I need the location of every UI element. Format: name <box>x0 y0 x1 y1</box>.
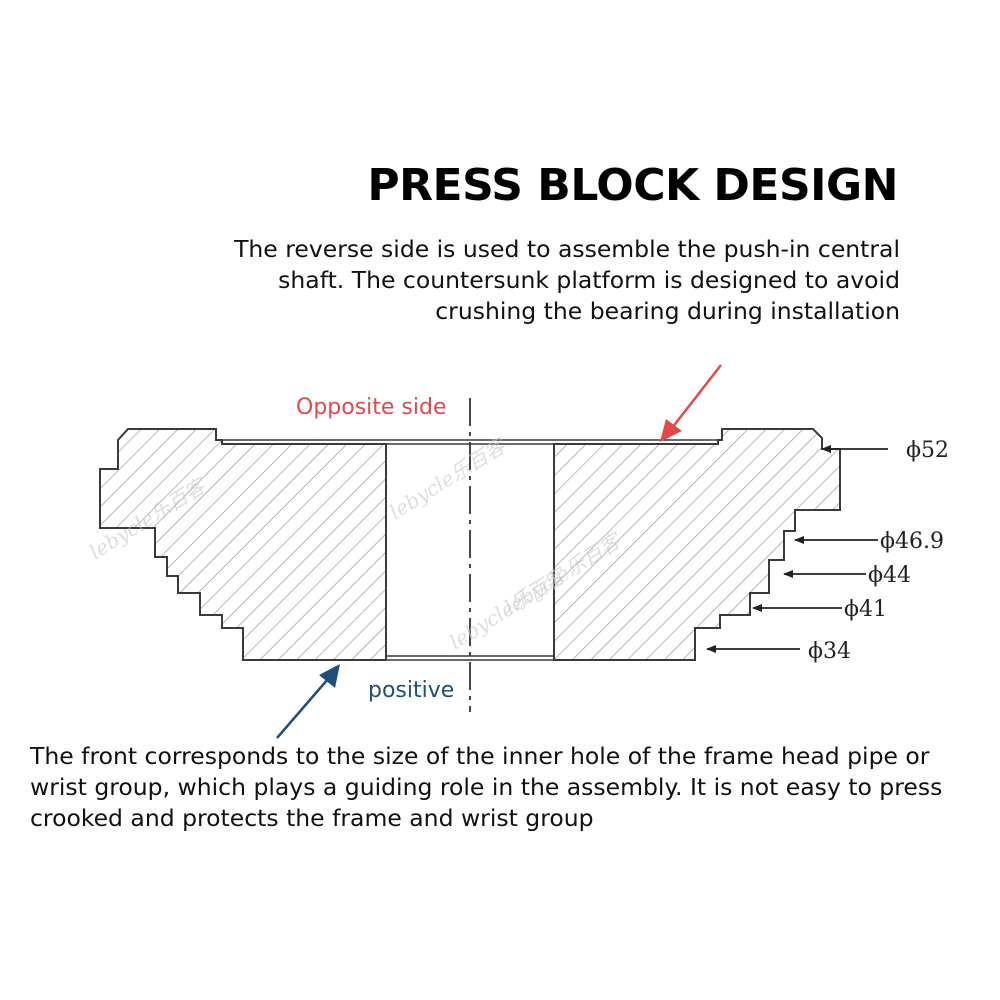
left-section <box>99 428 387 661</box>
dimension-label: ϕ46.9 <box>880 529 944 554</box>
opposite-side-label: Opposite side <box>296 395 447 420</box>
dimension-label: ϕ44 <box>868 563 911 588</box>
bottom-description-line: The front corresponds to the size of the… <box>30 742 930 770</box>
red-arrow-icon <box>660 364 722 442</box>
dimension-label: ϕ41 <box>844 597 887 622</box>
top-description-line: shaft. The countersunk platform is desig… <box>278 266 900 294</box>
right-section <box>553 428 841 661</box>
top-description-line: The reverse side is used to assemble the… <box>234 235 900 263</box>
dimension-label: ϕ34 <box>808 639 851 664</box>
positive-label: positive <box>368 678 454 703</box>
watermark: lebycle乐百客 <box>385 432 512 524</box>
bottom-description: The front corresponds to the size of the… <box>30 741 990 834</box>
top-description: The reverse side is used to assemble the… <box>200 234 900 327</box>
blue-arrow-icon <box>276 664 340 739</box>
page-title: PRESS BLOCK DESIGN <box>367 160 898 211</box>
dimension-label: ϕ52 <box>906 438 949 463</box>
top-description-line: crushing the bearing during installation <box>435 297 900 325</box>
bottom-description-line: wrist group, which plays a guiding role … <box>30 773 943 801</box>
bottom-description-line: crooked and protects the frame and wrist… <box>30 804 594 832</box>
